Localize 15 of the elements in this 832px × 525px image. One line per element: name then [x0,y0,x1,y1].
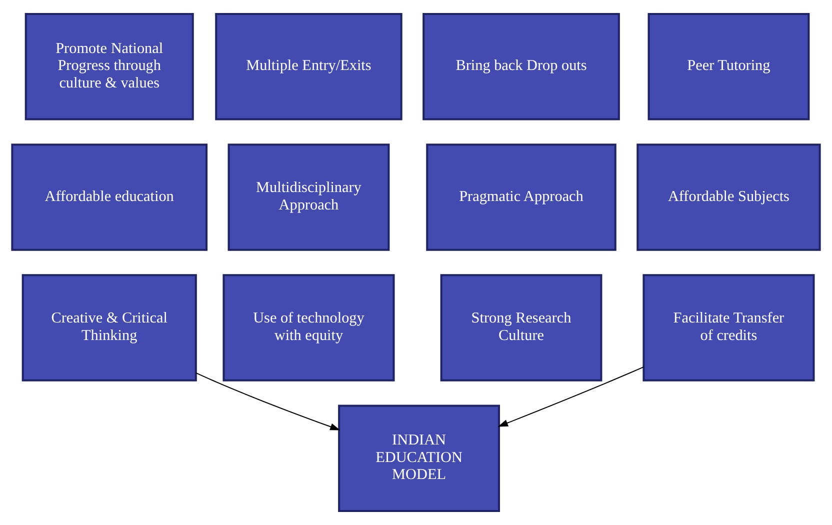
node-box: Multidisciplinary Approach [228,144,390,251]
node-box: Affordable Subjects [636,144,821,251]
node-box: Bring back Drop outs [422,13,620,120]
node-box: Strong Research Culture [440,274,602,382]
node-box: Affordable education [11,144,208,251]
node-box: INDIAN EDUCATION MODEL [338,404,500,512]
node-box: Creative & Critical Thinking [22,274,197,382]
node-box: Use of technology with equity [222,274,395,382]
arrow [498,366,644,427]
arrow [196,372,340,430]
node-box: Multiple Entry/Exits [215,13,402,120]
node-box: Peer Tutoring [648,13,810,120]
node-box: Promote National Progress through culture & values [24,13,194,120]
node-box: Facilitate Transfer of credits [642,274,815,382]
node-box: Pragmatic Approach [426,144,616,251]
